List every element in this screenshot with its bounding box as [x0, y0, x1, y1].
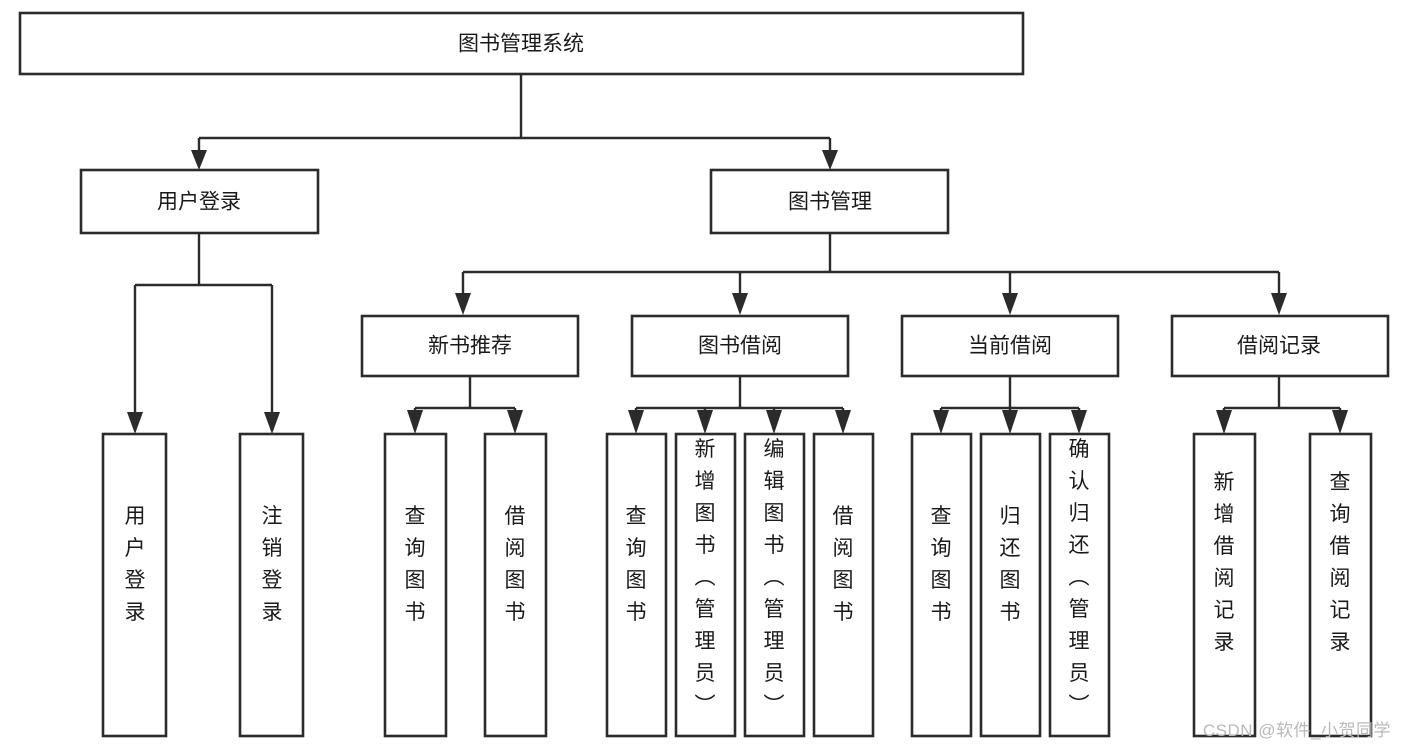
node-leaf-add-book-admin-box[interactable]: [674, 432, 737, 738]
arrowhead-record-leaf-1: [1216, 410, 1232, 434]
node-borrow-record-label: 借阅记录: [1237, 335, 1321, 358]
node-leaf-borrow-book-2-label: 借阅图书: [833, 505, 854, 624]
node-borrow-record[interactable]: 借阅记录: [1170, 314, 1390, 378]
arrowhead-borrow-leaf-3: [766, 410, 782, 434]
node-leaf-return-book-box[interactable]: [979, 432, 1042, 738]
node-leaf-edit-book-admin-label: 编辑图书︵管理员︶: [764, 438, 785, 717]
node-new-book-recommend-label: 新书推荐: [428, 335, 512, 358]
node-leaf-edit-book-admin-box[interactable]: [743, 432, 806, 738]
node-borrow-record-box[interactable]: [1170, 314, 1390, 378]
arrowhead-current-leaf-2: [1002, 410, 1018, 434]
node-leaf-edit-book-admin[interactable]: 编辑图书︵管理员︶: [743, 432, 806, 738]
node-book-borrow-box[interactable]: [630, 314, 850, 378]
node-leaf-return-book-label: 归还图书: [1000, 505, 1021, 624]
node-user-login-label: 用户登录: [157, 191, 241, 214]
arrowhead-newbook-leaf-2: [507, 410, 523, 434]
node-leaf-borrow-book-1-label: 借阅图书: [505, 505, 526, 624]
arrowhead-newbook-leaf-1: [407, 410, 423, 434]
node-leaf-query-book-1[interactable]: 查询图书: [383, 432, 448, 738]
node-leaf-query-book-3-label: 查询图书: [931, 505, 952, 624]
arrowhead-bookmgmt-child-1: [455, 293, 471, 315]
arrowhead-bookmgmt-child-3: [1002, 293, 1018, 315]
node-leaf-logout-box[interactable]: [238, 432, 305, 738]
arrowhead-root-to-bookmgmt: [822, 150, 838, 170]
node-leaf-logout-label: 注销登录: [262, 505, 283, 624]
node-new-book-recommend-box[interactable]: [360, 314, 580, 378]
node-leaf-return-book[interactable]: 归还图书: [979, 432, 1042, 738]
arrowhead-borrow-leaf-4: [835, 410, 851, 434]
node-current-borrow[interactable]: 当前借阅: [900, 314, 1120, 378]
node-book-management-label: 图书管理: [788, 191, 872, 214]
node-current-borrow-label: 当前借阅: [968, 335, 1052, 358]
node-leaf-logout[interactable]: 注销登录: [238, 432, 305, 738]
arrowhead-record-leaf-2: [1332, 410, 1348, 434]
arrowhead-current-leaf-1: [933, 410, 949, 434]
node-leaf-borrow-book-1-box[interactable]: [483, 432, 548, 738]
node-leaf-add-borrow-record-label: 新增借阅记录: [1214, 471, 1235, 654]
node-user-login-box[interactable]: [79, 168, 320, 235]
arrowhead-login-leaf-2: [264, 412, 280, 434]
node-root-label: 图书管理系统: [458, 33, 584, 56]
node-leaf-confirm-return-admin[interactable]: 确认归还︵管理员︶: [1048, 432, 1111, 738]
node-leaf-borrow-book-1[interactable]: 借阅图书: [483, 432, 548, 738]
node-leaf-add-book-admin-label: 新增图书︵管理员︶: [695, 438, 716, 717]
node-book-borrow-label: 图书借阅: [698, 335, 782, 358]
node-user-login[interactable]: 用户登录: [79, 168, 320, 235]
connector-layer: [127, 75, 1348, 434]
node-root-system[interactable]: 图书管理系统: [18, 11, 1025, 76]
node-leaf-user-login[interactable]: 用户登录: [101, 432, 168, 738]
node-leaf-borrow-book-2[interactable]: 借阅图书: [812, 432, 875, 738]
node-new-book-recommend[interactable]: 新书推荐: [360, 314, 580, 378]
node-book-management-box[interactable]: [709, 168, 950, 235]
node-leaf-query-book-1-box[interactable]: [383, 432, 448, 738]
node-current-borrow-box[interactable]: [900, 314, 1120, 378]
node-leaf-add-book-admin[interactable]: 新增图书︵管理员︶: [674, 432, 737, 738]
node-leaf-user-login-box[interactable]: [101, 432, 168, 738]
node-leaf-user-login-label: 用户登录: [125, 505, 146, 624]
arrowhead-root-to-login: [191, 150, 207, 170]
node-leaf-add-borrow-record-box[interactable]: [1192, 432, 1257, 738]
arrowhead-bookmgmt-child-2: [732, 293, 748, 315]
arrowhead-login-leaf-1: [127, 412, 143, 434]
node-book-borrow[interactable]: 图书借阅: [630, 314, 850, 378]
node-leaf-query-borrow-record-label: 查询借阅记录: [1330, 471, 1351, 654]
node-leaf-query-book-2-box[interactable]: [605, 432, 668, 738]
arrowhead-bookmgmt-child-4: [1271, 293, 1287, 315]
node-leaf-query-borrow-record[interactable]: 查询借阅记录: [1308, 432, 1373, 738]
node-root-box[interactable]: [18, 11, 1025, 76]
node-leaf-borrow-book-2-box[interactable]: [812, 432, 875, 738]
node-leaf-query-book-1-label: 查询图书: [405, 505, 426, 624]
node-book-management[interactable]: 图书管理: [709, 168, 950, 235]
node-leaf-query-book-3-box[interactable]: [910, 432, 973, 738]
node-leaf-query-book-2[interactable]: 查询图书: [605, 432, 668, 738]
arrowhead-borrow-leaf-2: [697, 410, 713, 434]
node-leaf-query-book-2-label: 查询图书: [626, 505, 647, 624]
node-leaf-query-borrow-record-box[interactable]: [1308, 432, 1373, 738]
arrowhead-current-leaf-3: [1071, 410, 1087, 434]
node-leaf-confirm-return-admin-box[interactable]: [1048, 432, 1111, 738]
arrowhead-borrow-leaf-1: [628, 410, 644, 434]
node-leaf-query-book-3[interactable]: 查询图书: [910, 432, 973, 738]
node-leaf-confirm-return-admin-label: 确认归还︵管理员︶: [1069, 438, 1090, 717]
node-leaf-add-borrow-record[interactable]: 新增借阅记录: [1192, 432, 1257, 738]
